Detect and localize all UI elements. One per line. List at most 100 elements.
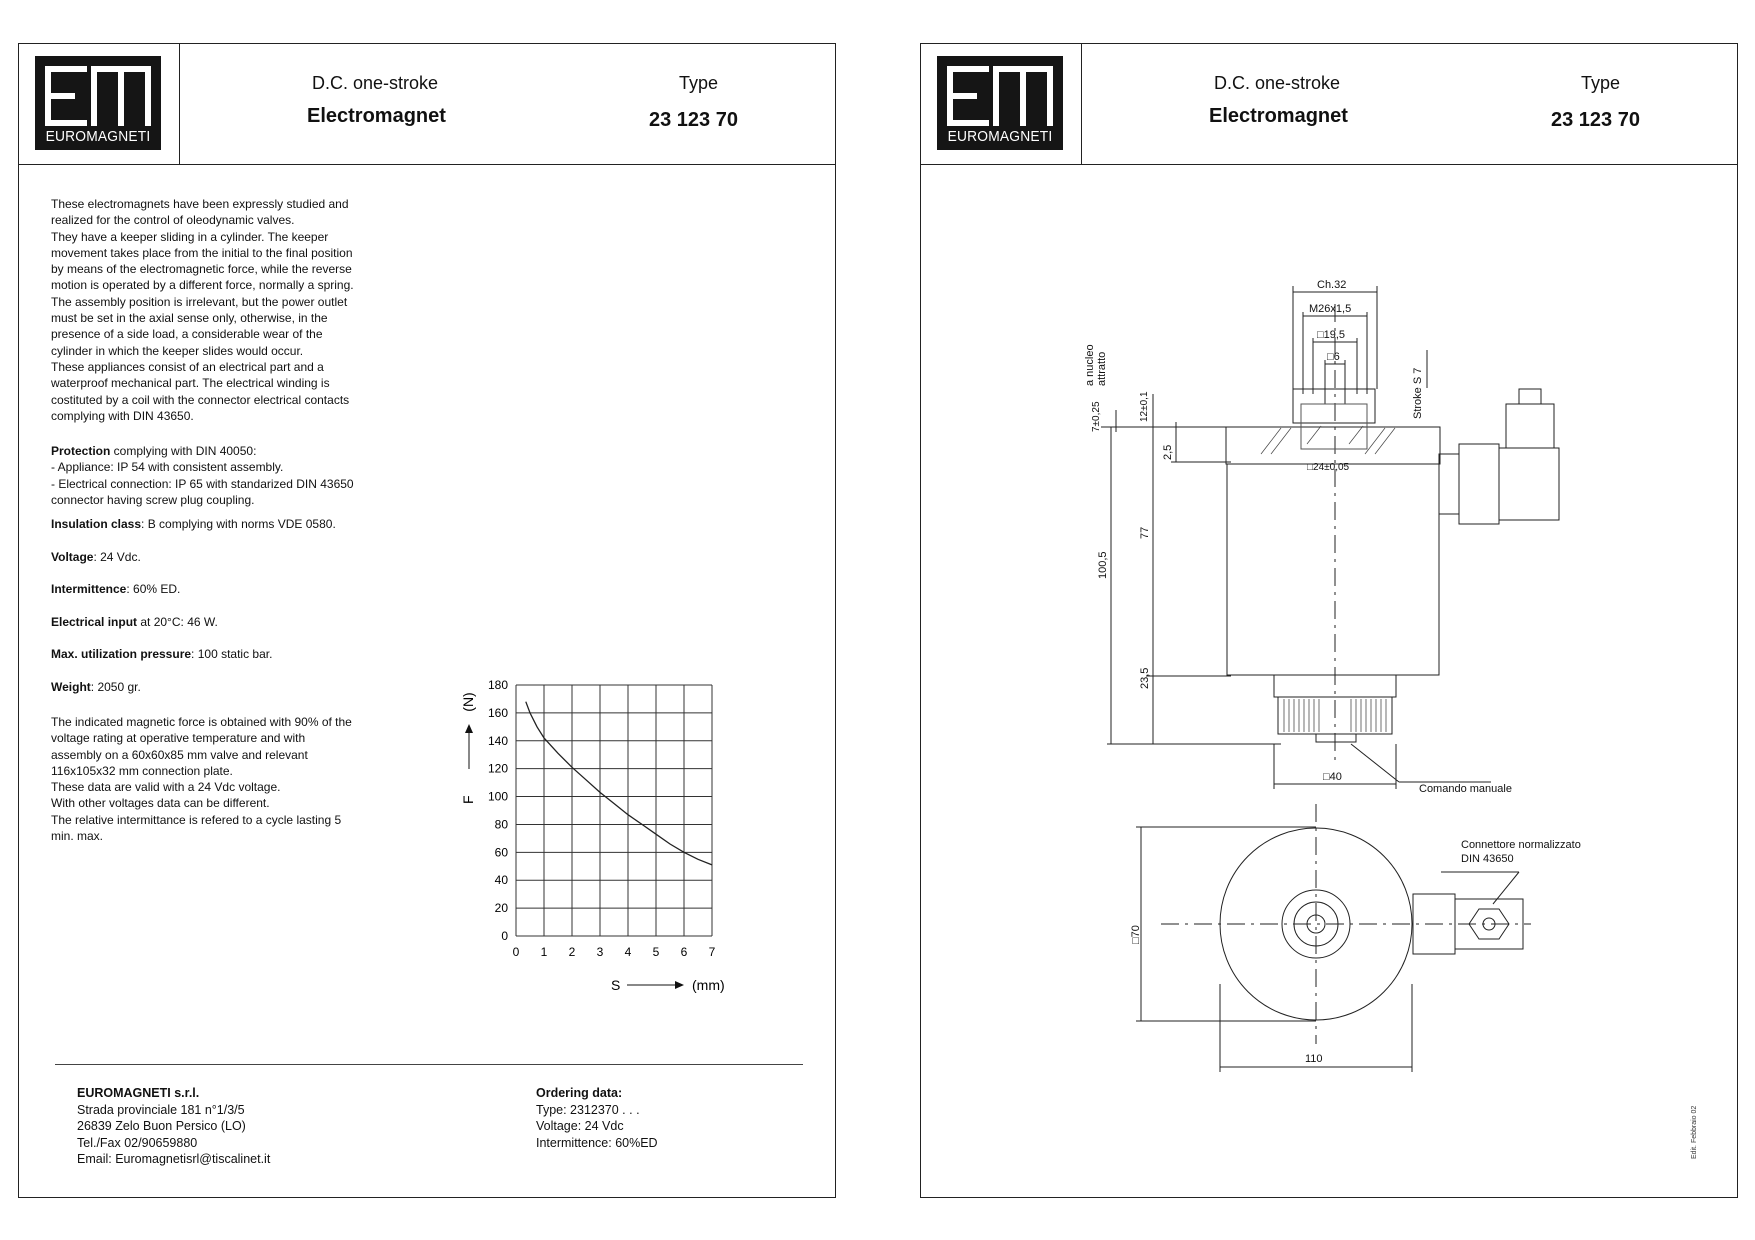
dim-77: 77	[1139, 527, 1151, 539]
y-tick-label: 140	[488, 734, 508, 748]
y-tick-label: 100	[488, 790, 508, 804]
page-header: EUROMAGNETI D.C. one-stroke Electromagne…	[19, 44, 835, 165]
voltage-spec: Voltage: 24 Vdc.	[51, 549, 141, 565]
dim-7: 7±0,25	[1091, 401, 1102, 432]
voltage-text: : 24 Vdc.	[93, 550, 141, 564]
input-label: Electrical input	[51, 615, 138, 629]
intermittence-text: : 60% ED.	[126, 582, 181, 596]
dim-sq70: □70	[1130, 925, 1142, 944]
datasheet-page-1: EUROMAGNETI D.C. one-stroke Electromagne…	[18, 43, 836, 1198]
force-note: The indicated magnetic force is obtained…	[51, 715, 352, 844]
label-attratto: attratto	[1096, 352, 1108, 386]
dim-sq195: □19,5	[1317, 329, 1345, 341]
dim-110: 110	[1305, 1053, 1323, 1065]
top-flange	[1225, 426, 1441, 465]
company-name: EUROMAGNETI s.r.l.	[77, 1086, 200, 1100]
type-number: 23 123 70	[649, 109, 738, 131]
technical-drawing: Ch.32 M26x1,5 □19,5 □6 □24±0,05 a nucleo…	[1084, 279, 1581, 1072]
page-header-2: EUROMAGNETI D.C. one-stroke Electromagne…	[921, 44, 1737, 165]
company-address-2: 26839 Zelo Buon Persico (LO)	[77, 1119, 246, 1133]
x-axis-label: S	[611, 977, 620, 993]
y-tick-label: 80	[495, 817, 509, 831]
x-tick-label: 2	[569, 945, 576, 959]
euromagneti-logo-2: EUROMAGNETI	[937, 56, 1063, 150]
weight-label: Weight	[51, 680, 91, 694]
pressure-text: : 100 static bar.	[191, 647, 273, 661]
logo-cell-2: EUROMAGNETI	[921, 44, 1082, 164]
header-title-2: Electromagnet	[1209, 105, 1348, 127]
insulation-label: Insulation class	[51, 517, 142, 531]
force-curve	[525, 701, 713, 866]
logo-cell: EUROMAGNETI	[19, 44, 180, 164]
input-spec: Electrical input at 20°C: 46 W.	[51, 614, 218, 630]
dim-sq40: □40	[1323, 771, 1342, 783]
y-tick-label: 120	[488, 762, 508, 776]
label-stroke: Stroke S 7	[1412, 368, 1424, 419]
x-tick-label: 6	[681, 945, 688, 959]
y-tick-label: 160	[488, 706, 508, 720]
edition-note: Edit. Febbraio 02	[1691, 1105, 1698, 1159]
insulation-spec: Insulation class: B complying with norms…	[51, 516, 336, 532]
x-tick-label: 4	[625, 945, 632, 959]
em-logo-mark-2	[947, 66, 1053, 126]
dim-23-5: 23,5	[1139, 668, 1151, 689]
dim-100-5: 100,5	[1097, 551, 1109, 579]
company-phone: Tel./Fax 02/90659880	[77, 1135, 198, 1150]
protection-label: Protection	[51, 444, 111, 458]
insulation-text: : B complying with norms VDE 0580.	[141, 517, 336, 531]
y-tick-label: 20	[495, 901, 509, 915]
company-info: EUROMAGNETI s.r.l. Strada provinciale 18…	[77, 1085, 270, 1168]
header-subtitle-2: D.C. one-stroke	[1214, 73, 1341, 93]
intermittence-spec: Intermittence: 60% ED.	[51, 581, 180, 597]
label-connettore: Connettore normalizzato	[1461, 839, 1581, 851]
label-din: DIN 43650	[1461, 853, 1514, 865]
threaded-boss	[1292, 388, 1376, 424]
type-label: Type	[679, 73, 719, 93]
dim-sq24: □24±0,05	[1307, 462, 1350, 473]
intermittence-label: Intermittence	[51, 582, 127, 596]
header-title: Electromagnet	[307, 105, 446, 127]
ordering-data: Ordering data: Type: 2312370 . . . Volta…	[536, 1085, 658, 1151]
y-axis-arrowhead	[465, 724, 473, 733]
euromagneti-logo: EUROMAGNETI	[35, 56, 161, 150]
company-address-1: Strada provinciale 181 n°1/3/5	[77, 1102, 245, 1117]
dim-12: 12±0,1	[1139, 391, 1150, 422]
y-tick-label: 180	[488, 678, 508, 692]
pressure-spec: Max. utilization pressure: 100 static ba…	[51, 646, 272, 662]
voltage-label: Voltage	[51, 550, 94, 564]
pressure-label: Max. utilization pressure	[51, 647, 192, 661]
dim-thread: M26x1,5	[1309, 303, 1351, 315]
ordering-title: Ordering data:	[536, 1086, 623, 1100]
y-axis-unit: (N)	[460, 692, 476, 711]
input-text: at 20°C: 46 W.	[137, 615, 218, 629]
protection-text: complying with DIN 40050: - Appliance: I…	[51, 444, 354, 507]
y-tick-label: 40	[495, 873, 509, 887]
datasheet-page-2: EUROMAGNETI D.C. one-stroke Electromagne…	[920, 43, 1738, 1198]
protection-spec: Protection complying with DIN 40050: - A…	[51, 443, 354, 508]
header-subtitle: D.C. one-stroke	[312, 73, 439, 93]
x-axis-arrowhead	[675, 981, 684, 989]
dim-2-5: 2,5	[1162, 445, 1174, 460]
y-axis-label: F	[460, 795, 476, 804]
label-comando-manuale: Comando manuale	[1419, 783, 1512, 795]
logo-brand-text: EUROMAGNETI	[45, 128, 151, 145]
x-tick-label: 0	[513, 945, 520, 959]
x-tick-label: 5	[653, 945, 660, 959]
type-label-2: Type	[1581, 73, 1621, 93]
dim-sq6: □6	[1327, 351, 1340, 363]
x-axis-unit: (mm)	[692, 977, 725, 993]
y-tick-label: 0	[501, 929, 508, 943]
footer-divider	[55, 1064, 803, 1065]
x-tick-label: 3	[597, 945, 604, 959]
x-tick-label: 1	[541, 945, 548, 959]
x-tick-label: 7	[709, 945, 716, 959]
company-email: Email: Euromagnetisrl@tiscalinet.it	[77, 1152, 271, 1166]
logo-brand-text-2: EUROMAGNETI	[947, 128, 1053, 145]
label-a-nucleo: a nucleo	[1084, 344, 1096, 386]
weight-spec: Weight: 2050 gr.	[51, 679, 141, 695]
type-number-2: 23 123 70	[1551, 109, 1640, 131]
ordering-type: Type: 2312370 . . .	[536, 1102, 640, 1117]
weight-text: : 2050 gr.	[90, 680, 141, 694]
